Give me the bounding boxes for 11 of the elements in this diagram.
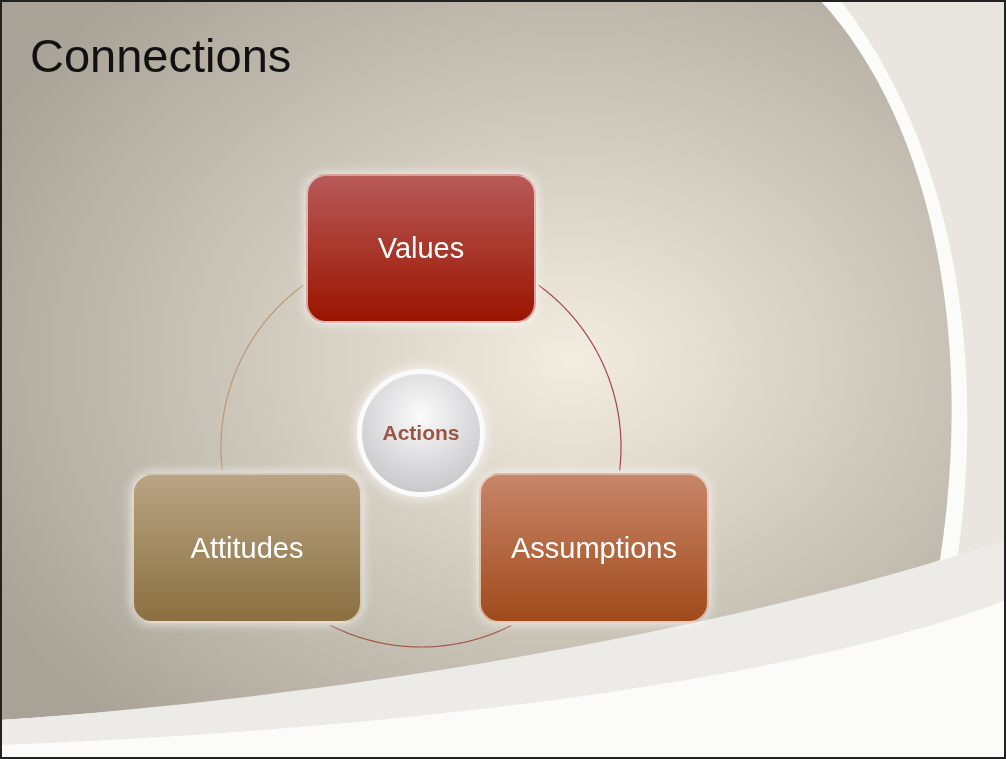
node-label: Actions — [382, 421, 460, 445]
connector-arc — [329, 624, 512, 648]
connector-arc — [538, 284, 622, 472]
node-label: Attitudes — [190, 531, 304, 565]
node-label: Assumptions — [511, 531, 677, 565]
connector-arc — [220, 284, 304, 471]
slide-title: Connections — [30, 28, 292, 83]
rounded-box — [479, 473, 709, 623]
node-label: Values — [377, 232, 465, 265]
rounded-box — [306, 174, 536, 323]
rounded-box — [132, 473, 362, 623]
